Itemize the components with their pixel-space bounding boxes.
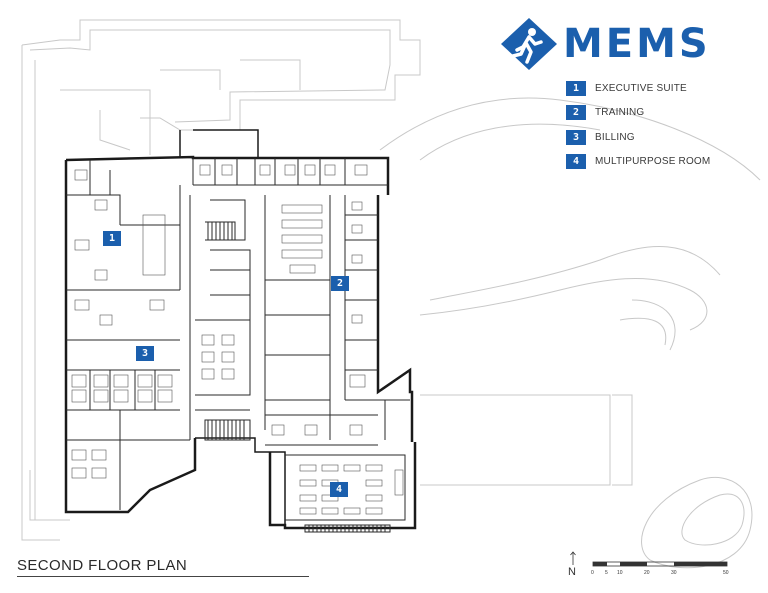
legend-item-billing: 3 BILLING [566, 125, 756, 150]
legend-label: MULTIPURPOSE ROOM [595, 156, 711, 168]
mems-logo: MEMS [499, 16, 749, 72]
legend-number-badge: 4 [566, 154, 586, 170]
plan-title: SECOND FLOOR PLAN [17, 557, 188, 574]
room-marker-executive-suite: 1 [103, 231, 121, 246]
legend-label: EXECUTIVE SUITE [595, 82, 687, 94]
room-marker-multipurpose-room: 4 [330, 482, 348, 497]
north-arrow-icon [570, 551, 576, 565]
scale-label: 30 [671, 570, 677, 576]
legend-label: BILLING [595, 131, 635, 143]
scale-label: 20 [644, 570, 650, 576]
legend-label: TRAINING [595, 107, 645, 119]
running-person-diamond-icon [501, 18, 557, 70]
scale-label: 0 [591, 570, 594, 576]
legend-item-executive-suite: 1 EXECUTIVE SUITE [566, 76, 756, 101]
legend-item-multipurpose-room: 4 MULTIPURPOSE ROOM [566, 150, 756, 175]
site-context-lines [21, 19, 761, 569]
interior-partitions [66, 158, 410, 533]
legend-number-badge: 3 [566, 129, 586, 145]
title-underline [17, 576, 309, 577]
room-marker-training: 2 [331, 276, 349, 291]
legend: 1 EXECUTIVE SUITE 2 TRAINING 3 BILLING 4… [566, 76, 756, 174]
room-marker-billing: 3 [136, 346, 154, 361]
scale-bar-graphic [592, 561, 728, 567]
scale-label: 50 [723, 570, 729, 576]
north-label: N [568, 566, 576, 578]
legend-number-badge: 1 [566, 80, 586, 96]
scale-label: 5 [605, 570, 608, 576]
scale-label: 10 [617, 570, 623, 576]
legend-number-badge: 2 [566, 105, 586, 121]
scale-bar: 0 5 10 20 30 50 [590, 560, 730, 584]
legend-item-training: 2 TRAINING [566, 101, 756, 126]
building-walls [64, 129, 417, 530]
logo-wordmark: MEMS [563, 21, 711, 67]
